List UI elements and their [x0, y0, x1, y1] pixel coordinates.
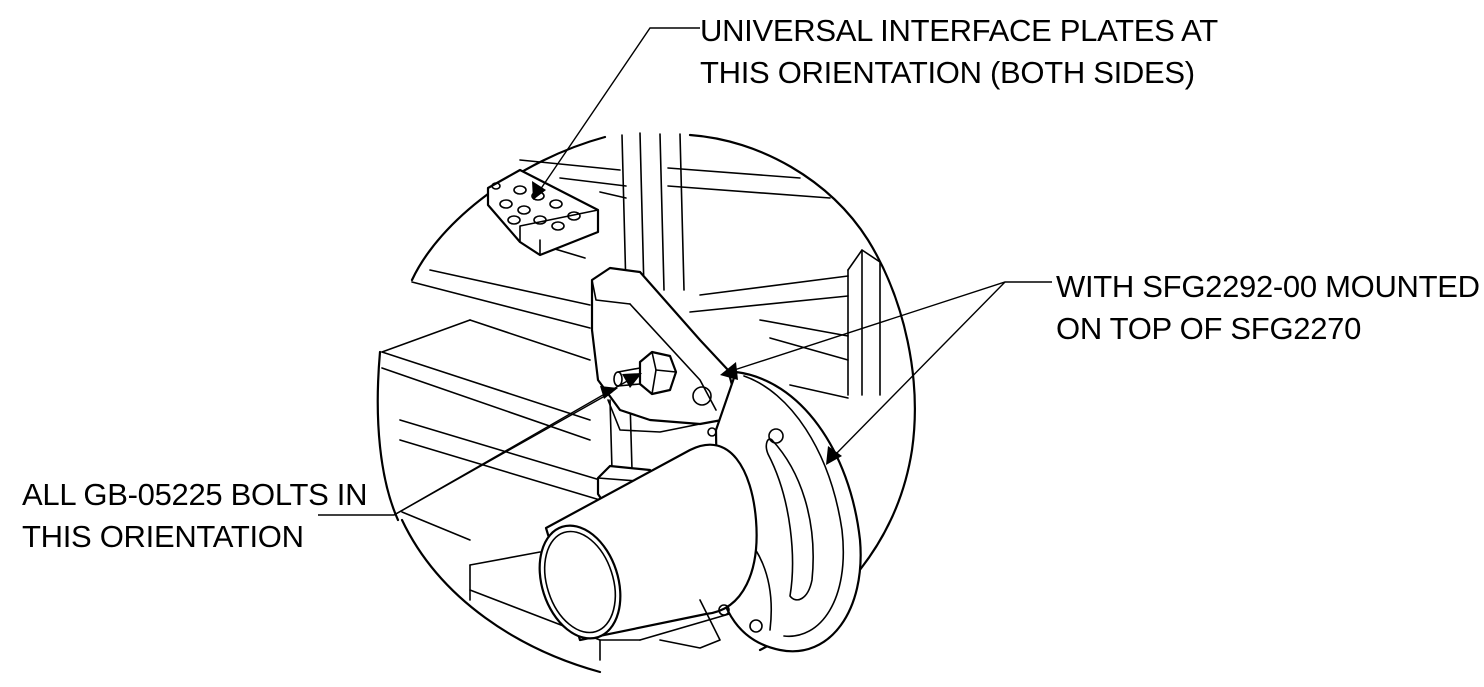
callout-line: ON TOP OF SFG2270: [1056, 311, 1362, 346]
callout-bolts: ALL GB-05225 BOLTS IN THIS ORIENTATION: [22, 474, 368, 558]
callout-line: WITH SFG2292-00 MOUNTED: [1056, 269, 1480, 304]
callout-line: THIS ORIENTATION: [22, 519, 304, 554]
callout-line: UNIVERSAL INTERFACE PLATES AT: [700, 13, 1218, 48]
tube: [538, 443, 758, 649]
gb-05225-bolt: [613, 350, 678, 396]
callout-interface-plates: UNIVERSAL INTERFACE PLATES AT THIS ORIEN…: [700, 10, 1218, 94]
callout-line: THIS ORIENTATION (BOTH SIDES): [700, 55, 1195, 90]
callout-line: ALL GB-05225 BOLTS IN: [22, 477, 368, 512]
vertical-rods: [609, 132, 685, 471]
mounting-flange: [714, 370, 862, 653]
leader-bolts: [318, 373, 642, 516]
interface-plate: [486, 168, 600, 257]
leader-mount: [720, 281, 1052, 465]
leader-plates: [532, 27, 700, 200]
callout-mounting: WITH SFG2292-00 MOUNTED ON TOP OF SFG227…: [1056, 266, 1480, 350]
